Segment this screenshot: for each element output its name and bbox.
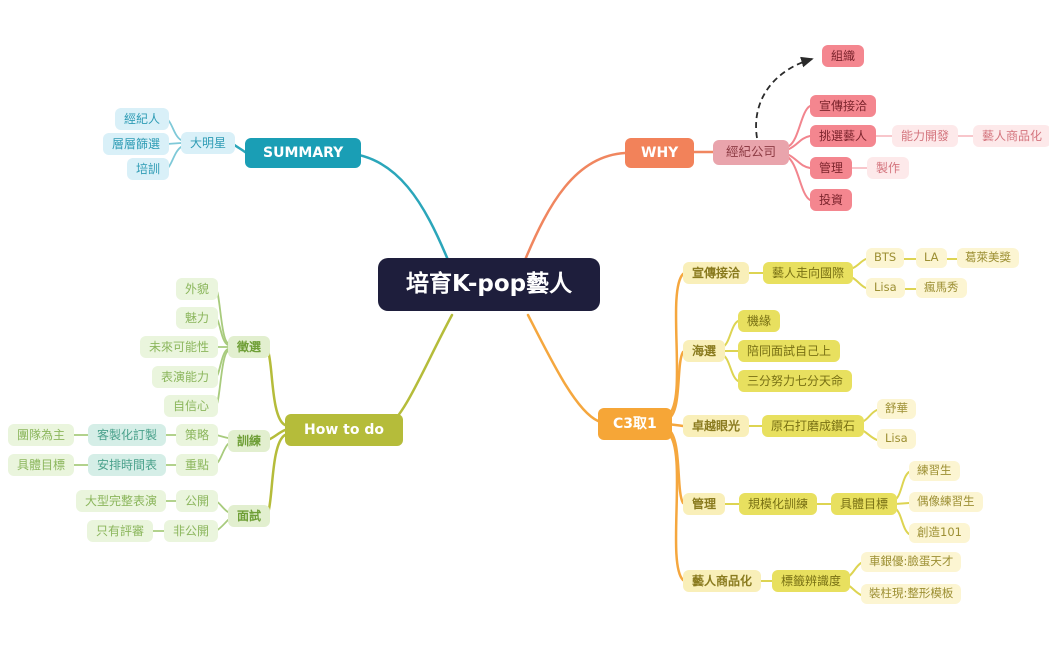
jang-wonyoung-node[interactable]: 裝柱現:整形模板 <box>861 584 962 604</box>
focus-node[interactable]: 重點 <box>176 454 219 476</box>
open-casting-node[interactable]: 海選 <box>683 340 726 362</box>
schedule-node[interactable]: 安排時間表 <box>88 454 167 476</box>
edge <box>852 277 867 289</box>
big-star-node[interactable]: 大明星 <box>181 132 236 154</box>
ability-development-node[interactable]: 能力開發 <box>892 125 959 147</box>
edge <box>266 433 287 515</box>
edge <box>894 471 910 501</box>
trainee-node[interactable]: 練習生 <box>909 461 960 481</box>
edge <box>526 313 600 423</box>
performance-skill-node[interactable]: 表演能力 <box>152 366 219 388</box>
select-artist-node[interactable]: 挑選藝人 <box>810 125 877 147</box>
edge <box>666 427 685 505</box>
keen-eye-node[interactable]: 卓越眼光 <box>683 415 750 437</box>
edge <box>166 118 182 141</box>
label-recognition-node[interactable]: 標籤辨識度 <box>772 570 851 592</box>
edge <box>788 154 811 169</box>
c3-promotion-node[interactable]: 宣傳接洽 <box>683 262 750 284</box>
edge <box>788 105 811 147</box>
team-based-node[interactable]: 團隊為主 <box>8 424 75 446</box>
organization-node[interactable]: 組織 <box>822 45 865 67</box>
edge <box>788 157 811 201</box>
lisa-node[interactable]: Lisa <box>866 278 905 298</box>
train-node[interactable]: 訓練 <box>228 430 271 452</box>
edge <box>861 429 878 441</box>
edge <box>788 135 811 150</box>
screening-node[interactable]: 層層篩選 <box>103 133 170 155</box>
edge <box>523 151 627 262</box>
judges-only-node[interactable]: 只有評審 <box>87 520 154 542</box>
shuhua-node[interactable]: 舒華 <box>877 399 916 419</box>
crazy-horse-node[interactable]: 瘋馬秀 <box>916 278 967 298</box>
serendipity-node[interactable]: 機緣 <box>738 310 781 332</box>
effort-destiny-node[interactable]: 三分努力七分天命 <box>738 370 853 392</box>
produce101-node[interactable]: 創造101 <box>909 523 970 543</box>
edge <box>384 313 454 430</box>
go-international-node[interactable]: 藝人走向國際 <box>763 262 854 284</box>
edge <box>894 502 910 505</box>
edge <box>166 142 182 145</box>
accompany-interview-node[interactable]: 陪同面試自己上 <box>738 340 841 362</box>
training-node[interactable]: 培訓 <box>127 158 170 180</box>
agent-node[interactable]: 經紀人 <box>115 108 170 130</box>
bts-node[interactable]: BTS <box>866 248 905 268</box>
lisa2-node[interactable]: Lisa <box>877 429 916 449</box>
strategy-node[interactable]: 策略 <box>176 424 219 446</box>
edge <box>166 146 182 170</box>
edge <box>343 151 450 262</box>
public-node[interactable]: 公開 <box>176 490 219 512</box>
customized-node[interactable]: 客製化訂製 <box>88 424 167 446</box>
edge <box>666 272 685 417</box>
edge <box>666 431 685 582</box>
grammy-node[interactable]: 葛萊美獎 <box>957 248 1019 268</box>
edge <box>722 354 739 382</box>
investment-node[interactable]: 投資 <box>810 189 853 211</box>
promotion-contact-node[interactable]: 宣傳接洽 <box>810 95 877 117</box>
edge <box>266 349 287 427</box>
howto-branch-node[interactable]: How to do <box>285 414 403 446</box>
central-topic-node[interactable]: 培育K-pop藝人 <box>378 258 601 311</box>
production-node[interactable]: 製作 <box>867 157 910 179</box>
summary-branch-node[interactable]: SUMMARY <box>245 138 362 168</box>
la-node[interactable]: LA <box>916 248 947 268</box>
appearance-node[interactable]: 外貌 <box>176 278 219 300</box>
management-node[interactable]: 管理 <box>810 157 853 179</box>
rough-diamond-node[interactable]: 原石打磨成鑽石 <box>762 415 865 437</box>
artist-productize2-node[interactable]: 藝人商品化 <box>683 570 762 592</box>
artist-productize-node[interactable]: 藝人商品化 <box>973 125 1049 147</box>
confidence-node[interactable]: 自信心 <box>164 395 219 417</box>
interview-node[interactable]: 面試 <box>228 505 271 527</box>
why-branch-node[interactable]: WHY <box>625 138 695 168</box>
c3-branch-node[interactable]: C3取1 <box>598 408 672 440</box>
cha-eunwoo-node[interactable]: 車銀優:臉蛋天才 <box>861 552 962 572</box>
edge <box>894 507 910 535</box>
future-potential-node[interactable]: 未來可能性 <box>140 336 219 358</box>
dashed-arrow-edge <box>755 56 814 139</box>
private-node[interactable]: 非公開 <box>164 520 219 542</box>
audition-node[interactable]: 徵選 <box>228 336 271 358</box>
edge <box>861 409 878 423</box>
concrete-goal2-node[interactable]: 具體目標 <box>831 493 898 515</box>
full-performance-node[interactable]: 大型完整表演 <box>76 490 167 512</box>
edge <box>722 320 739 348</box>
agency-node[interactable]: 經紀公司 <box>713 140 790 165</box>
edge <box>852 258 867 269</box>
idol-trainee-node[interactable]: 偶像練習生 <box>909 492 983 512</box>
charm-node[interactable]: 魅力 <box>176 307 219 329</box>
edge <box>266 428 287 442</box>
concrete-goal-node[interactable]: 具體目標 <box>8 454 75 476</box>
c3-management-node[interactable]: 管理 <box>683 493 726 515</box>
scaled-training-node[interactable]: 規模化訓練 <box>739 493 818 515</box>
